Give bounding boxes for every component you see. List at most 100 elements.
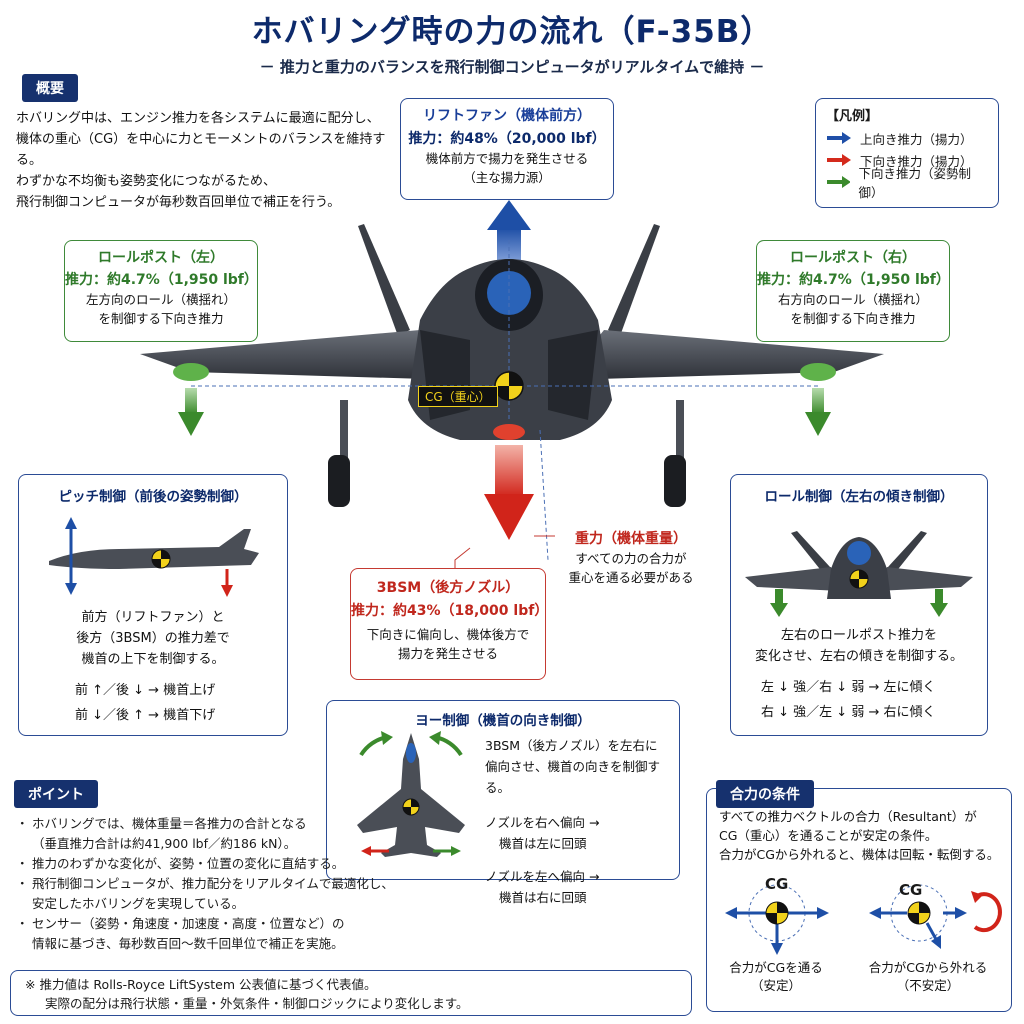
legend-label: 上向き推力（揚力） xyxy=(860,131,973,147)
roll-post-right-desc-2: を制御する下向き推力 xyxy=(790,311,916,326)
cg-stable-label: CG xyxy=(765,875,789,893)
cg-unstable-label: CG xyxy=(899,881,923,899)
legend-box: 【凡例】 上向き推力（揚力） 下向き推力（揚力） 下向き推力（姿勢制御） xyxy=(815,98,999,208)
stable-caption-line: 合力がCGを通る xyxy=(729,960,823,975)
lift-fan-box: リフトファン（機体前方） 推力：約48%（20,000 lbf） 機体前方で揚力… xyxy=(400,98,614,200)
footnote-line: ※ 推力値は Rolls-Royce LiftSystem 公表値に基づく代表値… xyxy=(25,977,377,992)
pitch-rule: 前 ↑／後 ↓ → 機首上げ xyxy=(75,683,216,698)
yaw-title: ヨー制御（機首の向き制御） xyxy=(415,713,591,729)
pitch-desc-line: 後方（3BSM）の推力差で xyxy=(76,631,230,646)
pitch-rule: 前 ↓／後 ↑ → 機首下げ xyxy=(75,708,216,723)
roll-post-left-desc: 左方向のロール（横揺れ） xyxy=(85,292,236,307)
point-main: 飛行制御コンピュータが、推力配分をリアルタイムで最適化し、 xyxy=(32,876,394,891)
footnote-box: ※ 推力値は Rolls-Royce LiftSystem 公表値に基づく代表値… xyxy=(10,970,692,1016)
bsm-desc: 下向きに偏向し、機体後方で xyxy=(366,627,530,642)
roll-desc: 左右のロールポスト推力を 変化させ、左右の傾きを制御する。 xyxy=(731,625,987,667)
stable-caption: 合力がCGを通る （安定） xyxy=(711,959,841,995)
point-main: ホバリングでは、機体重量＝各推力の合計となる xyxy=(32,816,307,831)
roll-post-left-thrust: 推力：約4.7%（1,950 lbf） xyxy=(65,272,258,288)
point-main: センサー（姿勢・角速度・加速度・高度・位置など）の xyxy=(32,916,345,931)
pitch-desc-line: 前方（リフトファン）と xyxy=(81,610,225,625)
roll-post-right-arrow xyxy=(805,388,831,436)
point-item: ホバリングでは、機体重量＝各推力の合計となる （垂直推力合計は約41,900 lb… xyxy=(16,814,398,854)
overview-line: 機体の重心（CG）を中心に力とモーメントのバランスを維持する。 xyxy=(16,132,386,168)
bsm-down-arrow xyxy=(484,445,534,540)
yaw-rule: ノズルを左へ偏向 → xyxy=(485,869,600,884)
point-sub: （垂直推力合計は約41,900 lbf／約186 kN）。 xyxy=(32,836,297,851)
gravity-title: 重力（機体重量） xyxy=(575,531,687,547)
roll-post-right-box: ロールポスト（右） 推力：約4.7%（1,950 lbf） 右方向のロール（横揺… xyxy=(756,240,950,342)
roll-desc-line: 左右のロールポスト推力を xyxy=(780,628,937,643)
gravity-block: 重力（機体重量） すべての力の合力が 重心を通る必要がある xyxy=(546,528,716,587)
pitch-aircraft-icon xyxy=(49,517,259,597)
roll-control-box: ロール制御（左右の傾き制御） 左右のロールポスト推力を 変化させ、左右の傾きを制… xyxy=(730,474,988,736)
roll-post-right-desc: 右方向のロール（横揺れ） xyxy=(777,292,928,307)
yaw-desc: 3BSM（後方ノズル）を左右に 偏向させ、機首の向きを制御する。 ノズルを右へ偏… xyxy=(485,735,675,908)
resultant-line: 合力がCGから外れると、機体は回転・転倒する。 xyxy=(719,847,1000,862)
bsm-box: 3BSM（後方ノズル） 推力：約43%（18,000 lbf） 下向きに偏向し、… xyxy=(350,568,549,680)
point-main: 推力のわずかな変化が、姿勢・位置の変化に直結する。 xyxy=(32,856,345,871)
point-item: 飛行制御コンピュータが、推力配分をリアルタイムで最適化し、安定したホバリングを実… xyxy=(16,874,398,914)
roll-post-left-title: ロールポスト（左） xyxy=(98,250,224,266)
overview-tag: 概要 xyxy=(22,74,78,102)
blue-arrow-icon xyxy=(827,132,851,144)
pitch-desc-line: 機首の上下を制御する。 xyxy=(81,652,225,667)
unstable-caption: 合力がCGから外れる （不安定） xyxy=(853,959,1003,995)
legend-title: 【凡例】 xyxy=(826,109,879,124)
roll-post-left-arrow xyxy=(178,388,204,436)
resultant-box: すべての推力ベクトルの合力（Resultant）が CG（重心）を通ることが安定… xyxy=(706,788,1012,1012)
bsm-desc-2: 揚力を発生させる xyxy=(397,646,498,661)
points-list: ホバリングでは、機体重量＝各推力の合計となる （垂直推力合計は約41,900 lb… xyxy=(16,814,398,954)
point-item: 推力のわずかな変化が、姿勢・位置の変化に直結する。 xyxy=(16,854,398,874)
legend-label: 下向き推力（揚力） xyxy=(860,153,973,169)
pitch-desc: 前方（リフトファン）と 後方（3BSM）の推力差で 機首の上下を制御する。 xyxy=(19,607,287,670)
yaw-rule: 機首は左に回頭 xyxy=(499,836,587,851)
yaw-rule: 機首は右に回頭 xyxy=(499,890,587,905)
legend-item: 上向き推力（揚力） xyxy=(826,127,988,149)
pitch-control-box: ピッチ制御（前後の姿勢制御） 前方（リフトファン）と 後方（3BSM）の推力差で… xyxy=(18,474,288,736)
yaw-desc-line: 偏向させ、機首の向きを制御する。 xyxy=(485,759,661,795)
resultant-text: すべての推力ベクトルの合力（Resultant）が CG（重心）を通ることが安定… xyxy=(719,807,1009,864)
pitch-title: ピッチ制御（前後の姿勢制御） xyxy=(58,489,248,505)
unstable-caption-line: 合力がCGから外れる xyxy=(868,960,988,975)
gravity-desc: すべての力の合力が xyxy=(575,551,687,566)
cg-label: CG（重心） xyxy=(418,386,498,407)
footnote-line: 実際の配分は飛行状態・重量・外気条件・制御ロジックにより変化します。 xyxy=(45,996,469,1011)
point-item: センサー（姿勢・角速度・加速度・高度・位置など）の情報に基づき、毎秒数百回～数千… xyxy=(16,914,398,954)
roll-desc-line: 変化させ、左右の傾きを制御する。 xyxy=(754,649,963,664)
cg-symbol-icon xyxy=(494,371,524,401)
roll-rules: 左 ↓ 強／右 ↓ 弱 → 左に傾く 右 ↓ 強／左 ↓ 弱 → 右に傾く xyxy=(731,677,987,723)
roll-aircraft-icon xyxy=(745,531,973,617)
resultant-line: すべての推力ベクトルの合力（Resultant）が xyxy=(719,809,977,824)
lift-fan-desc-2: （主な揚力源） xyxy=(463,170,551,185)
points-tag: ポイント xyxy=(14,780,98,808)
unstable-caption-line: （不安定） xyxy=(896,978,960,993)
yaw-rule: ノズルを右へ偏向 → xyxy=(485,815,600,830)
page-subtitle: － 推力と重力のバランスを飛行制御コンピュータがリアルタイムで維持 － xyxy=(259,58,765,76)
page-title: ホバリング時の力の流れ（F-35B） xyxy=(251,14,773,50)
lift-fan-thrust: 推力：約48%（20,000 lbf） xyxy=(408,131,606,147)
legend-label: 下向き推力（姿勢制御） xyxy=(858,166,971,200)
lift-fan-desc: 機体前方で揚力を発生させる xyxy=(425,151,589,166)
overview-line: 飛行制御コンピュータが毎秒数百回単位で補正を行う。 xyxy=(16,195,341,210)
yaw-desc-line: 3BSM（後方ノズル）を左右に xyxy=(485,738,658,753)
roll-post-right-title: ロールポスト（右） xyxy=(790,250,916,266)
point-sub: 安定したホバリングを実現している。 xyxy=(32,896,245,911)
roll-title: ロール制御（左右の傾き制御） xyxy=(764,489,954,505)
resultant-line: CG（重心）を通ることが安定の条件。 xyxy=(719,828,938,843)
gravity-desc-2: 重心を通る必要がある xyxy=(568,570,694,585)
resultant-diagram xyxy=(725,884,1002,955)
red-arrow-icon xyxy=(827,154,851,166)
resultant-tag: 合力の条件 xyxy=(716,780,814,808)
legend-item: 下向き推力（揚力） xyxy=(826,149,988,171)
roll-post-left-desc-2: を制御する下向き推力 xyxy=(98,311,224,326)
bsm-thrust: 推力：約43%（18,000 lbf） xyxy=(351,603,549,619)
legend-item: 下向き推力（姿勢制御） xyxy=(826,166,988,200)
roll-post-right-thrust: 推力：約4.7%（1,950 lbf） xyxy=(757,272,950,288)
overview-text: ホバリング中は、エンジン推力を各システムに最適に配分し、 機体の重心（CG）を中… xyxy=(16,108,396,213)
roll-rule: 左 ↓ 強／右 ↓ 弱 → 左に傾く xyxy=(761,680,936,695)
overview-line: わずかな不均衡も姿勢変化につながるため、 xyxy=(16,174,277,189)
stable-caption-line: （安定） xyxy=(750,978,801,993)
green-arrow-icon xyxy=(827,176,851,188)
